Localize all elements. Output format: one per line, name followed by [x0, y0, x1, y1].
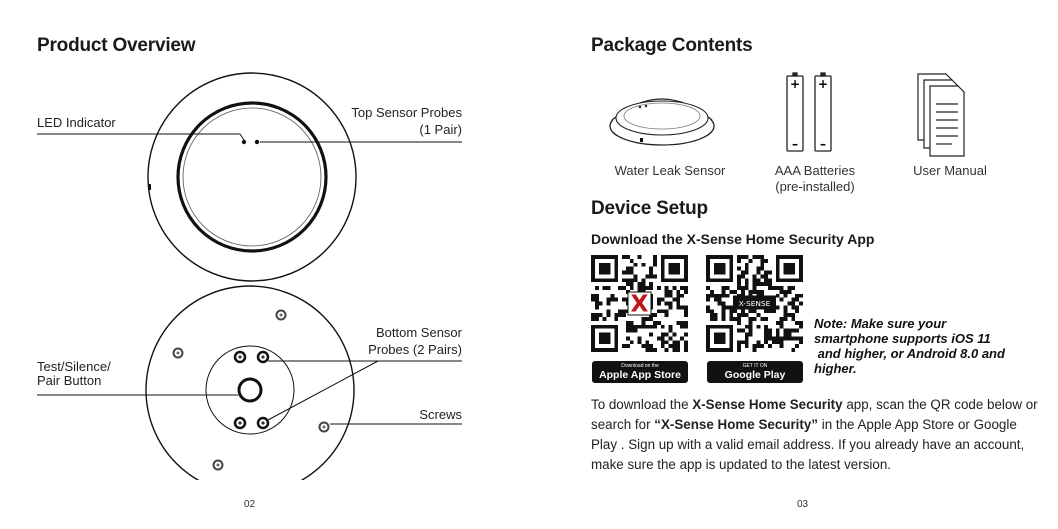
top-probes-label-1: Top Sensor Probes — [351, 105, 462, 120]
package-icons: + + – – — [609, 72, 965, 157]
device-top-view — [147, 72, 357, 282]
google-play-badge[interactable]: GET IT ON Google Play — [707, 361, 803, 383]
app-store-badge[interactable]: Download on the Apple App Store — [592, 361, 688, 383]
top-probes-label-2: (1 Pair) — [419, 122, 462, 137]
note-line-2: smartphone supports iOS 11 — [814, 331, 991, 346]
para-text-3: in the Apple App Store or Google Play . … — [591, 417, 1025, 472]
product-overview-title: Product Overview — [37, 35, 196, 56]
app-store-small-text: Download on the — [621, 363, 659, 369]
battery-plus-2: + — [818, 77, 828, 91]
svg-text:X: X — [631, 291, 649, 318]
test-button-label-1: Test/Silence/ — [37, 359, 111, 374]
package-item-battery-label: AAA Batteries — [774, 163, 856, 178]
battery-icon — [786, 72, 832, 152]
compatibility-note: Note: Make sure your smartphone supports… — [814, 316, 1034, 376]
para-text-2: app, scan the QR code below or search fo… — [591, 397, 1038, 432]
download-instructions: To download the X-Sense Home Security ap… — [591, 395, 1041, 475]
package-contents-title: Package Contents — [591, 35, 753, 56]
package-item-battery-label2: (pre-installed) — [775, 179, 855, 194]
qr-code-google[interactable]: X-SENSE — [706, 255, 803, 352]
search-term: “X-Sense Home Security” — [654, 417, 818, 432]
app-store-big-text: Apple App Store — [599, 369, 681, 381]
package-item-manual-label: User Manual — [913, 163, 987, 178]
user-manual-icon — [917, 73, 965, 157]
water-leak-sensor-icon — [609, 98, 715, 146]
para-text-1: To download the — [591, 397, 693, 412]
device-setup-title: Device Setup — [591, 198, 708, 219]
test-button-label-2: Pair Button — [37, 373, 102, 388]
note-line-1: Note: Make sure your — [814, 316, 947, 331]
probe-dot — [254, 139, 260, 145]
device-bottom-view — [145, 285, 355, 480]
product-diagram — [37, 72, 462, 480]
download-app-heading: Download the X-Sense Home Security App — [591, 231, 875, 247]
package-item-sensor-label: Water Leak Sensor — [614, 163, 726, 178]
screws-label: Screws — [419, 407, 462, 422]
battery-minus-1: – — [792, 137, 798, 151]
note-line-3: and higher, or Android 8.0 and — [814, 346, 1005, 361]
page-number-left: 02 — [244, 499, 256, 510]
battery-plus-1: + — [790, 77, 800, 91]
page-number-right: 03 — [797, 499, 809, 510]
qr-code-apple[interactable]: X — [591, 255, 688, 352]
led-indicator-label: LED Indicator — [37, 115, 116, 130]
qr-brand-label: X-SENSE — [739, 299, 771, 308]
bottom-probes-label-2: Probes (2 Pairs) — [368, 342, 462, 357]
battery-minus-2: – — [820, 137, 826, 151]
led-dot — [241, 139, 247, 145]
google-play-small-text: GET IT ON — [742, 363, 768, 369]
app-name: X-Sense Home Security — [692, 397, 843, 412]
note-line-4: higher. — [814, 361, 857, 376]
bottom-probes-label-1: Bottom Sensor — [376, 325, 462, 340]
google-play-big-text: Google Play — [724, 369, 786, 381]
